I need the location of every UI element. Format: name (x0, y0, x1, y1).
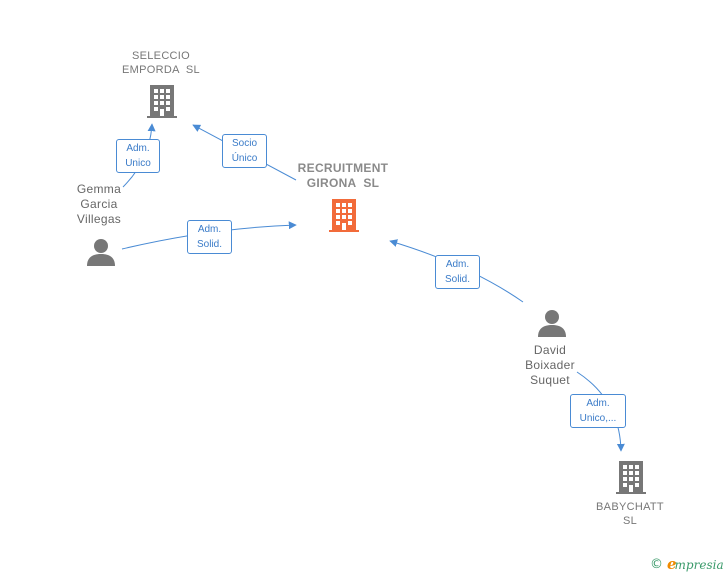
node-label-line: SELECCIO (131, 50, 191, 62)
node-label-line: Suquet (530, 373, 570, 387)
node-label-line: SL (622, 515, 638, 527)
node-label-line: Boixader (525, 358, 575, 372)
edge-label-line: Unico (125, 158, 151, 169)
node-label-line: BABYCHATT (596, 501, 664, 513)
node-label-line: Villegas (76, 212, 122, 226)
edge-label-line: Unico,... (579, 413, 617, 424)
edge-label-line: Adm. (445, 259, 470, 270)
brand-footer: © empresia (650, 555, 724, 573)
node-label-line: GIRONA SL (306, 176, 380, 190)
edge-label-david-recruitment[interactable]: Adm. Solid. (435, 255, 480, 289)
empresia-logo[interactable]: empresia (667, 555, 724, 574)
edge-label-line: Socio (231, 138, 257, 149)
node-label-david: David Boixader Suquet (510, 343, 590, 388)
node-label-line: David (533, 343, 567, 357)
node-label-recruitment: RECRUITMENT GIRONA SL (282, 161, 404, 191)
building-icon[interactable] (329, 197, 361, 233)
edge-label-line: Adm. (197, 224, 222, 235)
node-label-babychatt: BABYCHATT SL (578, 500, 682, 528)
node-label-gemma: Gemma Garcia Villegas (60, 182, 138, 227)
building-icon[interactable] (147, 83, 179, 119)
edge-label-line: Solid. (196, 239, 222, 250)
edge-label-recruitment-seleccio[interactable]: Socio Único (222, 134, 267, 168)
edge-label-gemma-seleccio[interactable]: Adm. Unico (116, 139, 160, 173)
building-icon[interactable] (616, 459, 648, 495)
brand-initial: e (667, 554, 677, 573)
node-label-line: RECRUITMENT (297, 161, 389, 175)
person-icon[interactable] (537, 309, 567, 337)
edge-label-line: Solid. (444, 274, 470, 285)
node-label-line: Garcia (80, 197, 118, 211)
brand-rest: mpresia (674, 557, 724, 572)
edge-label-line: Adm. (126, 143, 150, 154)
edge-label-david-babychatt[interactable]: Adm. Unico,... (570, 394, 626, 428)
copyright-symbol: © (650, 556, 663, 572)
person-icon[interactable] (86, 238, 116, 266)
edge-label-line: Único (231, 153, 258, 164)
node-label-line: EMPORDA SL (122, 64, 200, 76)
node-label-line: Gemma (76, 182, 122, 196)
edge-label-gemma-recruitment[interactable]: Adm. Solid. (187, 220, 232, 254)
edge-label-line: Adm. (586, 398, 610, 409)
node-label-seleccio: SELECCIO EMPORDA SL (100, 49, 222, 77)
